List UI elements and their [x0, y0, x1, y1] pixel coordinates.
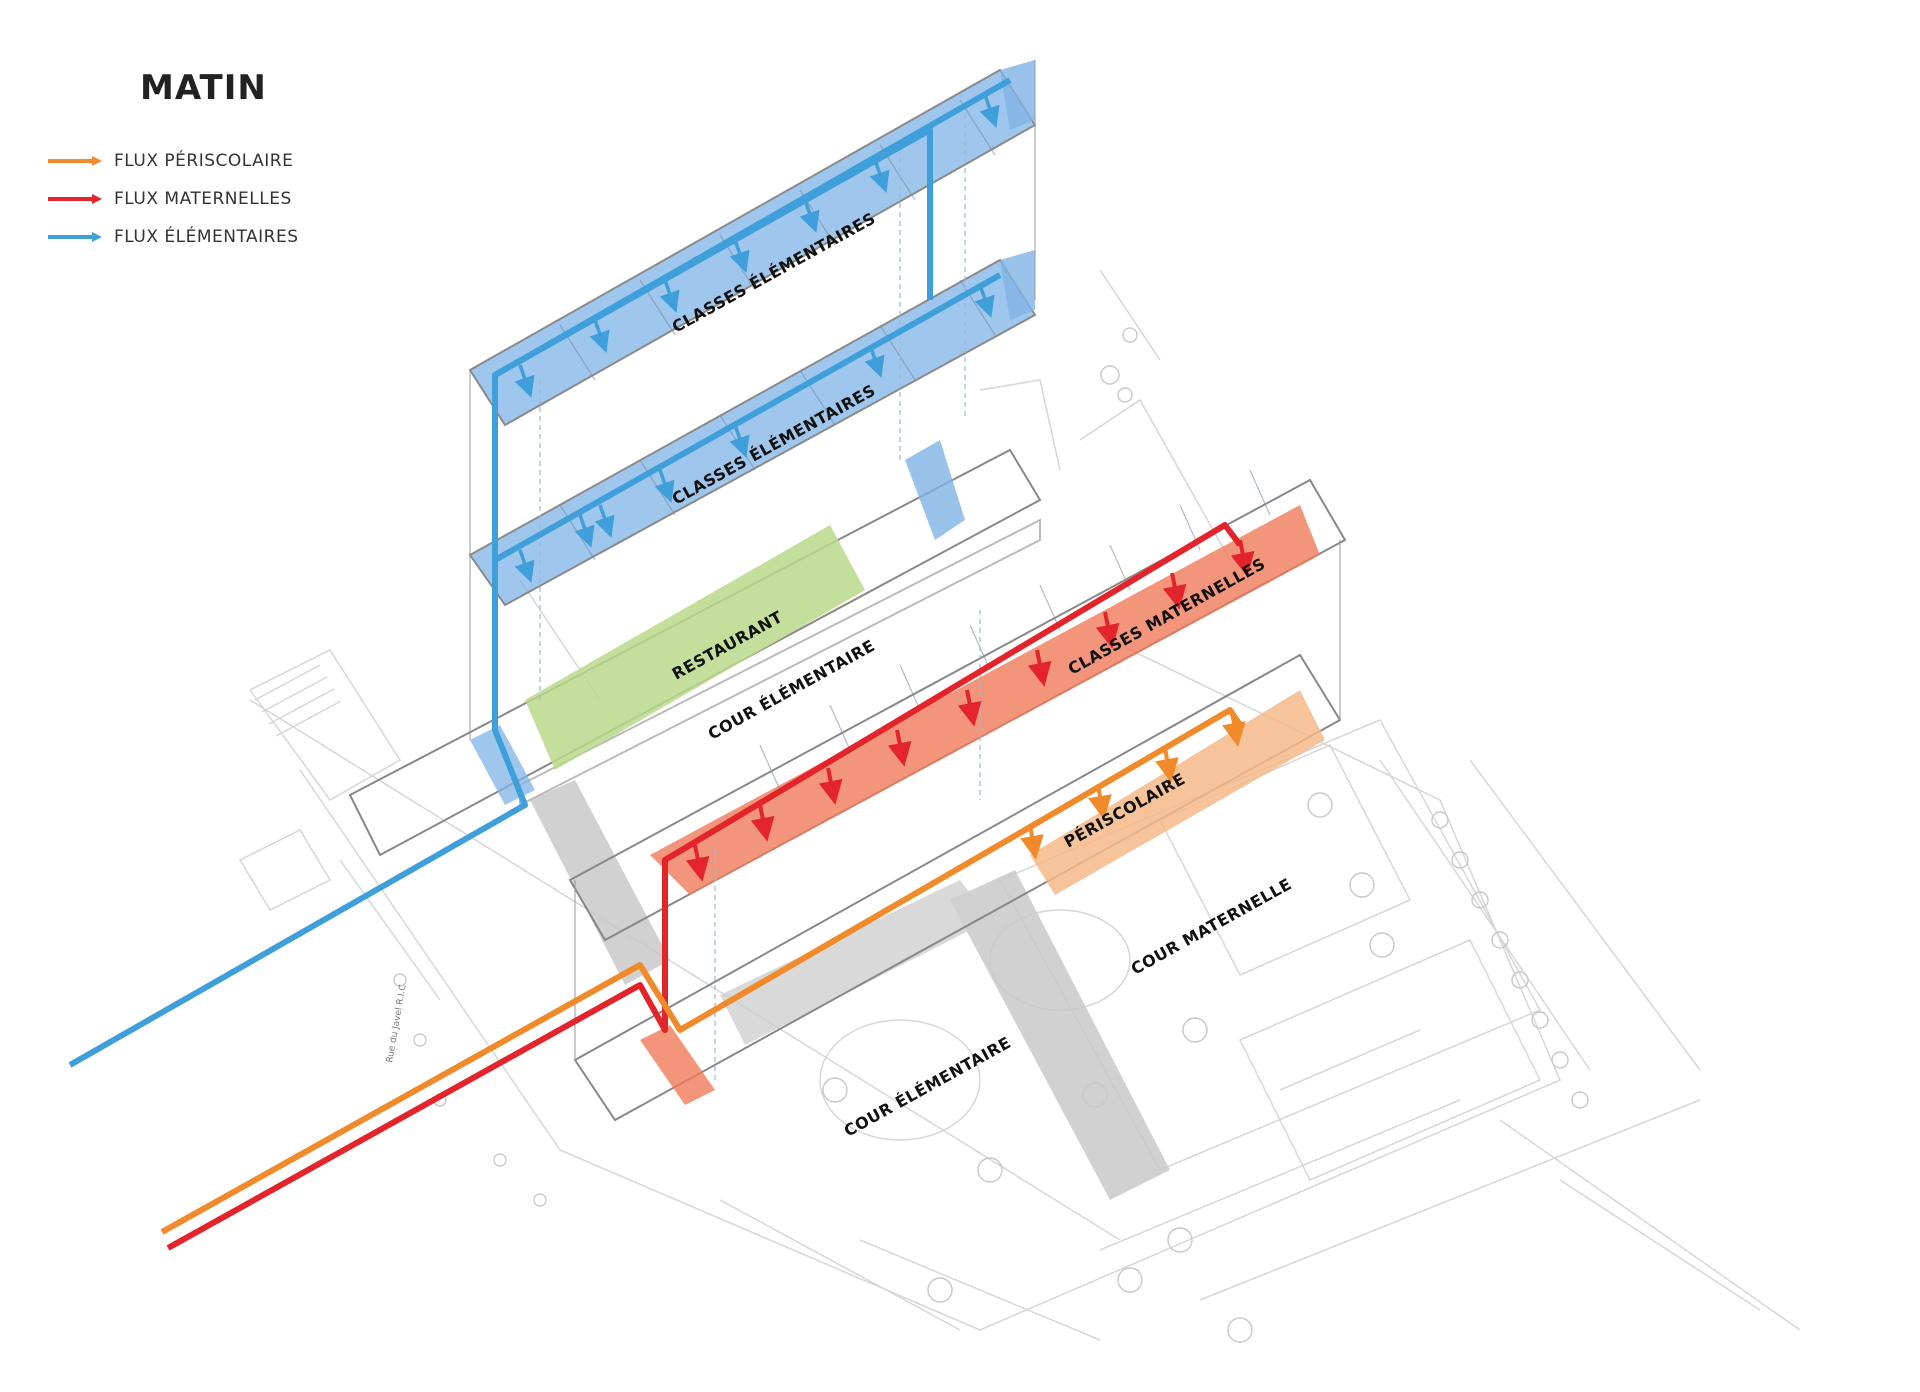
legend-label: FLUX ÉLÉMENTAIRES	[114, 227, 299, 247]
flux-elementaires-drops	[514, 94, 1000, 583]
label-cour-maternelle: COUR MATERNELLE	[1128, 874, 1295, 978]
maternelle-stair-zone	[640, 1025, 715, 1105]
label-cour-elementaire-lower: COUR ÉLÉMENTAIRE	[841, 1033, 1014, 1141]
orange-arrow-icon	[48, 156, 102, 166]
flux-elementaires	[68, 77, 1012, 1068]
flux-maternelles-drops	[685, 539, 1255, 882]
page-title: MATIN	[140, 68, 267, 108]
restaurant-zone	[525, 525, 865, 770]
label-street: Rue du Javel R.I.C	[385, 984, 409, 1064]
legend-item-elementaires: FLUX ÉLÉMENTAIRES	[46, 225, 299, 249]
flux-periscolaire-drops	[1020, 711, 1246, 860]
legend-label: FLUX MATERNELLES	[114, 189, 292, 209]
building-edges	[469, 60, 1341, 1060]
flux-periscolaire	[160, 707, 1243, 1235]
flux-maternelles	[166, 522, 1243, 1251]
legend-item-periscolaire: FLUX PÉRISCOLAIRE	[46, 149, 293, 173]
red-arrow-icon	[48, 194, 102, 204]
maternelle-classes-zone	[650, 505, 1320, 895]
periscolaire-zone	[1030, 690, 1325, 895]
covered-passage	[530, 780, 1170, 1200]
blue-arrow-icon	[48, 232, 102, 242]
legend-item-maternelles: FLUX MATERNELLES	[46, 187, 292, 211]
legend-label: FLUX PÉRISCOLAIRE	[114, 151, 294, 171]
